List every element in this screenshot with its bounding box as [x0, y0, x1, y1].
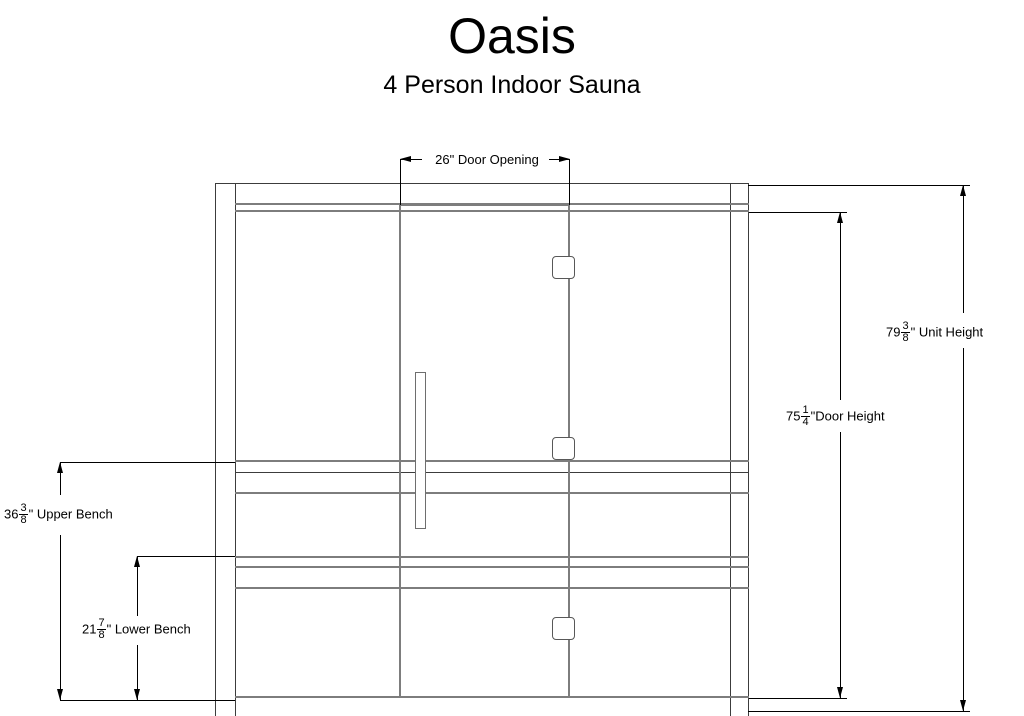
lower-bench-arrow-top	[134, 556, 140, 567]
upper-bench-dim-line-upper	[60, 462, 61, 495]
unit-height-value: 79	[886, 324, 901, 340]
lower-bench-text: Lower Bench	[111, 621, 191, 637]
door-opening-label: 26" Door Opening	[425, 152, 549, 167]
lower-bench-dim-line-lower	[137, 645, 138, 700]
upper-bench-arrow-bottom	[57, 689, 63, 700]
lower-bench-value: 21	[82, 621, 97, 637]
lower-bench-denominator: 8	[98, 629, 105, 642]
cabinet-top-trim-lower	[235, 210, 749, 212]
upper-bench-unit: "	[28, 506, 34, 522]
door-handle	[415, 372, 426, 529]
upper-bench-denominator: 8	[20, 514, 27, 527]
unit-height-text: Unit Height	[915, 324, 984, 340]
unit-height-ext-bottom	[748, 711, 970, 712]
lower-bench-top-line	[235, 556, 749, 558]
door-height-ext-top	[749, 212, 847, 213]
door-top-rail	[399, 204, 570, 206]
lower-bench-dim-line-upper	[137, 556, 138, 616]
door-opening-value: 26	[435, 152, 450, 167]
door-opening-ext-left	[400, 159, 401, 205]
door-bottom-rail	[399, 696, 570, 698]
door-height-dim-line-lower	[840, 432, 841, 698]
hinge-middle-icon	[552, 437, 575, 460]
unit-height-dim-line-upper	[963, 185, 964, 313]
door-height-value: 75	[786, 408, 801, 424]
cabinet-inner-left-post	[235, 183, 236, 716]
hinge-top-icon	[552, 256, 575, 279]
door-height-ext-bottom	[749, 698, 847, 699]
unit-height-arrow-bottom	[960, 700, 966, 711]
cabinet-outer-right-edge	[748, 183, 749, 716]
upper-bench-value: 36	[4, 506, 19, 522]
door-height-arrow-top	[837, 212, 843, 223]
door-opening-ext-right	[569, 159, 570, 205]
lower-bench-ext-top	[137, 556, 235, 557]
upper-bench-top-line	[235, 460, 749, 462]
unit-height-arrow-top	[960, 185, 966, 196]
unit-height-dim-line-lower	[963, 348, 964, 711]
door-height-unit: "	[810, 408, 816, 424]
upper-bench-arrow-top	[57, 462, 63, 473]
cabinet-outer-left-edge	[215, 183, 216, 716]
page-subtitle: 4 Person Indoor Sauna	[383, 71, 641, 99]
lower-bench-ext-bottom	[137, 700, 235, 701]
door-opening-unit: "	[449, 152, 455, 167]
upper-bench-numerator: 3	[19, 502, 28, 516]
hinge-bottom-icon	[552, 617, 575, 640]
page-title: Oasis	[448, 8, 576, 64]
door-opening-text: Door Opening	[454, 152, 539, 167]
upper-bench-text: Upper Bench	[33, 506, 113, 522]
door-height-dim-line-upper	[840, 212, 841, 400]
unit-height-numerator: 3	[901, 320, 910, 334]
door-height-arrow-bottom	[837, 687, 843, 698]
upper-bench-ext-top	[60, 462, 235, 463]
unit-height-ext-top	[748, 185, 970, 186]
lower-bench-arrow-bottom	[134, 689, 140, 700]
cabinet-top-rail	[215, 183, 749, 184]
upper-bench-dim-line-lower	[60, 535, 61, 700]
door-height-text: Door Height	[815, 408, 885, 424]
lower-bench-numerator: 7	[97, 617, 106, 631]
unit-height-unit: "	[910, 324, 916, 340]
lower-bench-mid-line	[235, 566, 749, 568]
upper-bench-mid-line	[235, 472, 749, 473]
door-height-numerator: 1	[801, 404, 810, 418]
door-height-denominator: 4	[802, 416, 809, 429]
door-opening-dim-line-left	[400, 159, 422, 160]
upper-bench-front-line	[235, 492, 749, 494]
door-opening-arrow-left	[400, 155, 411, 162]
lower-bench-front-line	[235, 587, 749, 589]
cabinet-inner-right-post	[730, 183, 731, 716]
door-left-stile	[399, 204, 401, 697]
unit-height-denominator: 8	[902, 332, 909, 345]
lower-bench-unit: "	[106, 621, 112, 637]
door-opening-arrow-right	[559, 155, 570, 162]
